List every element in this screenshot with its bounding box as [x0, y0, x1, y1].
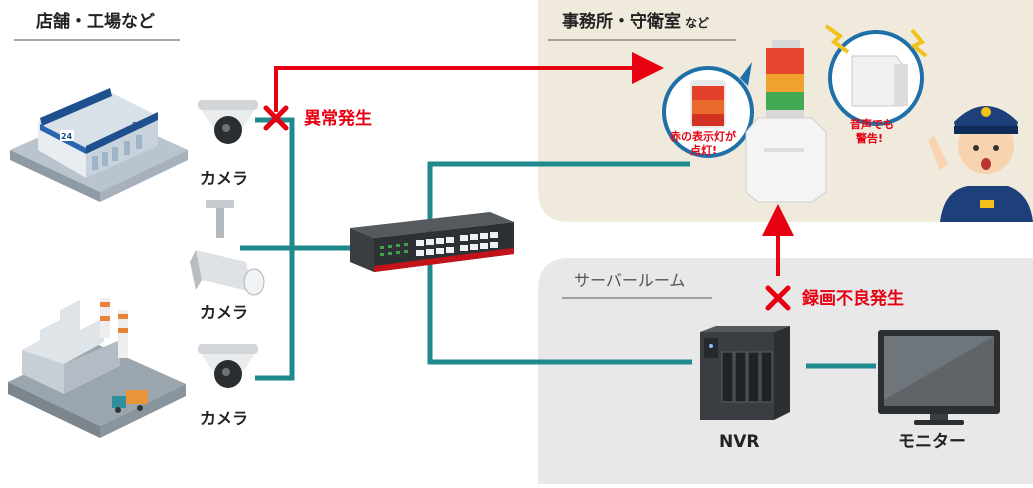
fault-x-mark-camera [263, 105, 289, 131]
security-guard-icon [928, 106, 1033, 222]
store-building-icon: 24 24 [10, 88, 188, 202]
nvr-label: NVR [719, 432, 759, 452]
zone-label-store-factory: 店舗・工場など [36, 11, 155, 32]
dome-camera-icon-bottom [198, 344, 258, 388]
alert-recording-fault: 録画不良発生 [802, 288, 904, 309]
bubble-red-light-line2: 点灯! [690, 143, 717, 157]
camera-label-bottom: カメラ [200, 409, 248, 428]
fault-x-mark-nvr [765, 285, 791, 311]
store-sign-number-left: 24 [61, 132, 73, 141]
monitor-icon [878, 330, 1000, 425]
signal-tower-light-icon [745, 40, 827, 203]
bubble-red-light-line1: 赤の表示灯が [670, 129, 736, 143]
monitor-label: モニター [898, 432, 966, 452]
network-switch-icon [350, 212, 514, 272]
speech-bubble-red-light [662, 62, 754, 158]
store-sign-number-right: 24 [132, 121, 144, 130]
nvr-device-icon [700, 326, 790, 420]
speech-bubble-voice [824, 24, 928, 126]
camera-label-top: カメラ [200, 169, 248, 188]
bubble-voice-line2: 警告! [855, 131, 883, 145]
alert-arrow-camera [274, 52, 664, 112]
camera-label-middle: カメラ [200, 303, 248, 322]
dome-camera-icon-top [198, 100, 258, 144]
factory-building-icon [8, 298, 186, 438]
box-camera-icon [190, 200, 265, 296]
zone-label-office: 事務所・守衛室など [562, 11, 709, 32]
alert-camera-fault: 異常発生 [304, 108, 372, 129]
zone-label-server-room: サーバールーム [574, 271, 685, 290]
bubble-voice-line1: 音声でも [850, 117, 894, 131]
